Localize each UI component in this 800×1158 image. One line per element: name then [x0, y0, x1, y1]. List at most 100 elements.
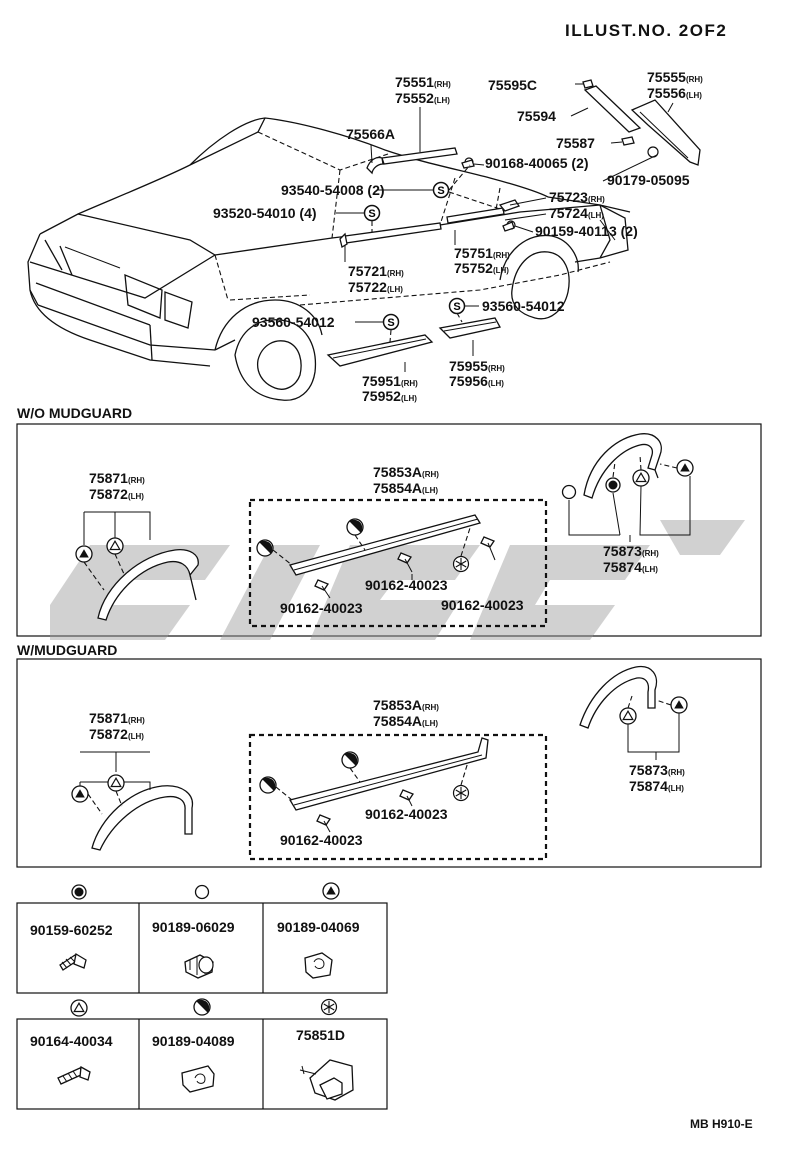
side-suffix: (RH) — [493, 251, 510, 260]
part-label-m6: 75874(LH) — [629, 778, 684, 794]
part-label-w5: 75873(RH) — [603, 543, 659, 559]
part-label-p75552: 75552(LH) — [395, 90, 450, 106]
side-suffix: (LH) — [422, 719, 438, 728]
part-number: 90162-40023 — [441, 597, 524, 613]
part-label-p93560b: 93560-54012 — [482, 298, 565, 314]
wo-part-labels: 75871(RH)75872(LH)75853A(RH)75854A(LH)75… — [89, 464, 659, 616]
part-number: 75723 — [549, 189, 588, 205]
part-label-w6: 75874(LH) — [603, 559, 658, 575]
part-label-p93560a: 93560-54012 — [252, 314, 335, 330]
clip-symbol-open-triangle-2 — [632, 469, 650, 487]
part-number: 75552 — [395, 90, 434, 106]
legend-symbol-half-disc — [193, 998, 211, 1016]
part-label-p75955: 75955(RH) — [449, 358, 505, 374]
wo-fender-liner-rear — [583, 433, 662, 499]
part-number: 75955 — [449, 358, 488, 374]
part-number: 90162-40023 — [365, 577, 448, 593]
part-label-p75722: 75722(LH) — [348, 279, 403, 295]
wo-mudguard-frame — [16, 423, 762, 637]
side-suffix: (LH) — [686, 91, 702, 100]
part-number: 75594 — [517, 108, 556, 124]
part-number: 75853A — [373, 464, 422, 480]
side-suffix: (LH) — [128, 492, 144, 501]
side-suffix: (RH) — [434, 80, 451, 89]
part-label-p75724: 75724(LH) — [549, 205, 604, 221]
part-label-w8: 90162-40023 — [280, 600, 363, 616]
w-mudguard-parts — [71, 665, 688, 861]
section-title-wo-mudguard: W/O MUDGUARD — [17, 405, 132, 421]
clip-symbol-filled-triangle-4 — [670, 696, 688, 714]
part-label-w3: 75853A(RH) — [373, 464, 439, 480]
molding-end-75566a — [366, 156, 384, 175]
front-door-molding — [344, 222, 442, 244]
part-label-m3: 75853A(RH) — [373, 697, 439, 713]
part-number: 75873 — [603, 543, 642, 559]
quarter-molding — [498, 199, 521, 212]
part-number: 75853A — [373, 697, 422, 713]
clip-symbol-filled-triangle-3 — [71, 785, 89, 803]
part-label-p75956: 75956(LH) — [449, 373, 504, 389]
part-number: 90159-40113 (2) — [535, 223, 638, 239]
clip-symbol-open-triangle-3 — [107, 774, 125, 792]
side-suffix: (RH) — [668, 768, 685, 777]
clip-symbol-asterisk — [452, 555, 470, 573]
diagram-code: MB H910-E — [690, 1117, 753, 1131]
side-suffix: (RH) — [686, 75, 703, 84]
clip-symbol-half-disc-2 — [346, 518, 364, 536]
screw-90164-40034 — [57, 1065, 91, 1085]
quarter-garnish-75555 — [630, 99, 701, 166]
rocker-molding-75951 — [326, 334, 434, 367]
part-label-p75555: 75555(RH) — [647, 69, 703, 85]
part-label-p75752: 75752(LH) — [454, 260, 509, 276]
side-suffix: (LH) — [422, 486, 438, 495]
part-number: 75872 — [89, 726, 128, 742]
part-number: 75952 — [362, 388, 401, 404]
part-number: 75871 — [89, 470, 128, 486]
section-title-w-mudguard: W/MUDGUARD — [17, 642, 117, 658]
part-label-m5: 75873(RH) — [629, 762, 685, 778]
part-label-p75566a: 75566A — [346, 126, 395, 142]
part-number: 93560-54012 — [482, 298, 565, 314]
side-suffix: (LH) — [434, 96, 450, 105]
side-suffix: (RH) — [128, 716, 145, 725]
wo-mudguard-parts — [75, 433, 694, 628]
w-mudguard-frame — [16, 658, 762, 868]
clip-75851d — [299, 1059, 354, 1101]
rear-door-molding — [446, 207, 505, 224]
legend-symbol-filled-circle — [71, 884, 87, 900]
clip-symbol-half-disc-1 — [256, 539, 274, 557]
part-label-p75952: 75952(LH) — [362, 388, 417, 404]
clip-symbol-filled-triangle-2 — [676, 459, 694, 477]
part-label-p93540: 93540-54008 (2) — [281, 182, 385, 198]
clip-90189-04089 — [181, 1065, 215, 1093]
s-clip-symbol-3 — [448, 297, 466, 315]
clip-75595c — [582, 79, 594, 89]
fastener-legend: 90159-60252 90189-06029 90189-04069 9016… — [16, 882, 388, 1110]
clip-symbol-open-triangle-4 — [619, 707, 637, 725]
part-number: 75951 — [362, 373, 401, 389]
clip-90189-04069 — [304, 952, 333, 979]
part-label-p90179: 90179-05095 — [607, 172, 690, 188]
part-number: 75854A — [373, 713, 422, 729]
side-suffix: (LH) — [387, 285, 403, 294]
clip-symbol-open-triangle — [106, 537, 124, 555]
part-number: 75751 — [454, 245, 493, 261]
part-number: 75556 — [647, 85, 686, 101]
part-number: 75874 — [629, 778, 668, 794]
s-clip-symbol-1 — [432, 181, 450, 199]
part-number: 75587 — [556, 135, 595, 151]
side-suffix: (RH) — [422, 470, 439, 479]
part-number: 93520-54010 (4) — [213, 205, 317, 221]
car-illustration — [27, 117, 631, 401]
part-number: 75873 — [629, 762, 668, 778]
part-number: 75874 — [603, 559, 642, 575]
part-number: 75566A — [346, 126, 395, 142]
legend-part-1: 90159-60252 — [30, 922, 113, 938]
part-number: 75555 — [647, 69, 686, 85]
illust-number: ILLUST.NO. 2OF2 — [565, 21, 727, 40]
part-label-w4: 75854A(LH) — [373, 480, 438, 496]
part-number: 90168-40065 (2) — [485, 155, 589, 171]
part-number: 75871 — [89, 710, 128, 726]
